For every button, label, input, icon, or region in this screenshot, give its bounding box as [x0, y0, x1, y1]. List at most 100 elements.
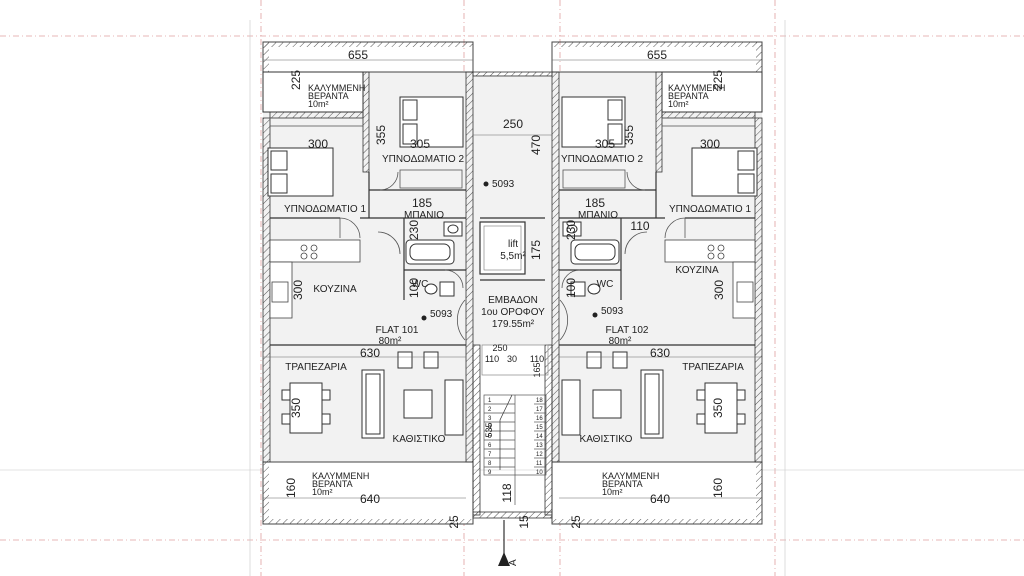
- stair-step-left: 9: [488, 470, 492, 476]
- veranda-top-left: [262, 41, 474, 113]
- veranda-area-bl: 10m²: [312, 487, 333, 497]
- dining-right: ΤΡΑΠΕΖΑΡΙΑ: [682, 362, 744, 373]
- stair-step-right: 15: [536, 425, 543, 431]
- dim-bath-right: 185: [585, 196, 605, 210]
- veranda-top-right: [551, 41, 763, 113]
- room-labels: ΚΑΛΥΜΜΕΝΗ ΒΕΡΑΝΤΑ 10m² ΚΑΛΥΜΜΕΝΗ ΒΕΡΑΝΤΑ…: [308, 83, 725, 497]
- dim-stair-w: 250: [492, 343, 507, 353]
- area-floor: 1ου ΟΡΟΦΟΥ: [481, 307, 545, 318]
- room-names: ΥΠΝΟΔΩΜΑΤΙΟ 2 ΥΠΝΟΔΩΜΑΤΙΟ 2 ΥΠΝΟΔΩΜΑΤΙΟ …: [284, 154, 752, 445]
- exterior-walls: [262, 71, 763, 519]
- doors: [339, 171, 686, 341]
- bed-left-2: [399, 96, 464, 148]
- veranda-bottom-left: [262, 461, 474, 525]
- stair-step-right: 12: [536, 452, 543, 458]
- dim-bed1-right: 300: [700, 137, 720, 151]
- interior-walls: [270, 172, 755, 346]
- dimension-lines: [263, 59, 762, 499]
- flat-101-area: 80m²: [379, 336, 402, 347]
- lift-shaft: [479, 221, 526, 275]
- dimension-labels: 655 655 250 305 305 300 300 185 185 110 …: [284, 48, 726, 529]
- veranda-label-br: ΚΑΛΥΜΜΕΝΗ: [602, 471, 659, 481]
- dim-bath-h-right: 230: [564, 220, 578, 240]
- dim-stair-15: 15: [517, 515, 531, 529]
- veranda-word-bl: ΒΕΡΑΝΤΑ: [312, 479, 353, 489]
- section-marker-label: A: [508, 559, 519, 566]
- kitchen-right: ΚΟΥΖΙΝΑ: [675, 265, 719, 276]
- floor-area-box: ΕΜΒΑΔΟΝ 1ου ΟΡΟΦΟΥ 179.55m²: [481, 295, 545, 330]
- veranda-label-tl: ΚΑΛΥΜΜΕΝΗ: [308, 83, 365, 93]
- dim-veranda-bottom-left: 160: [284, 478, 298, 498]
- stair-step-left: 4: [488, 425, 492, 431]
- area-title: ΕΜΒΑΔΟΝ: [488, 295, 538, 306]
- flat-102-area: 80m²: [609, 336, 632, 347]
- stair-step-right: 17: [536, 407, 543, 413]
- dim-bed2-h-right: 355: [622, 125, 636, 145]
- bedroom-2-right: ΥΠΝΟΔΩΜΑΤΙΟ 2: [561, 154, 644, 165]
- dim-bottom-left: 640: [360, 492, 380, 506]
- stair-step-left: 3: [488, 416, 492, 422]
- dim-corridor-len: 470: [529, 135, 543, 155]
- dining-table-right: [696, 382, 746, 434]
- dim-wc-right: 100: [564, 278, 578, 298]
- dim-wc-left: 100: [407, 278, 421, 298]
- veranda-area-tr: 10m²: [668, 99, 689, 109]
- veranda-label-bl: ΚΑΛΥΜΜΕΝΗ: [312, 471, 369, 481]
- bedroom-1-left: ΥΠΝΟΔΩΜΑΤΙΟ 1: [284, 204, 367, 215]
- dim-dining-left: 350: [289, 398, 303, 418]
- dim-top-right: 655: [647, 48, 667, 62]
- stair-step-left: 2: [488, 407, 492, 413]
- dim-bed2-h-left: 355: [374, 125, 388, 145]
- bedroom-2-left: ΥΠΝΟΔΩΜΑΤΙΟ 2: [382, 154, 465, 165]
- bathroom-left: ΜΠΑΝΙΟ: [404, 210, 444, 221]
- kitchen-counters: [269, 239, 756, 319]
- wardrobes: [269, 117, 756, 189]
- flat-101-label: FLAT 101: [376, 325, 419, 336]
- dim-stair-c: 110: [530, 354, 544, 364]
- wc-left: WC: [412, 279, 429, 290]
- stair-step-right: 11: [536, 461, 543, 467]
- stair-dimension-labels: 250 110 30 110 165 535: [484, 343, 544, 438]
- veranda-area-br: 10m²: [602, 487, 623, 497]
- dim-edge-25-right: 25: [569, 515, 583, 529]
- dim-bed2-right: 305: [595, 137, 615, 151]
- lift-label: lift: [508, 239, 518, 250]
- dim-stair-foot: 118: [500, 483, 514, 502]
- dim-lift: 175: [529, 240, 543, 260]
- dim-bath-left: 185: [412, 196, 432, 210]
- stair-step-right: 14: [536, 434, 543, 440]
- stair-step-right: 13: [536, 443, 543, 449]
- dim-bath-h-left: 230: [407, 220, 421, 240]
- sofas-right: [561, 351, 664, 439]
- dim-veranda-bottom-right: 160: [711, 478, 725, 498]
- dim-stair-a: 110: [485, 354, 499, 364]
- dim-corridor: 250: [503, 117, 523, 131]
- kitchen-left: ΚΟΥΖΙΝΑ: [313, 284, 357, 295]
- dim-bed2-left: 305: [410, 137, 430, 151]
- bedroom-1-right: ΥΠΝΟΔΩΜΑΤΙΟ 1: [669, 204, 752, 215]
- dim-bed1-left: 300: [308, 137, 328, 151]
- dim-veranda-top-left: 225: [289, 70, 303, 90]
- dim-dining-right: 350: [711, 398, 725, 418]
- living-left: ΚΑΘΙΣΤΙΚΟ: [393, 434, 446, 445]
- stair-step-right: 18: [536, 398, 543, 404]
- veranda-bottom-right: [551, 461, 763, 525]
- dim-stair-len: 535: [484, 422, 494, 437]
- dim-bottom-right: 640: [650, 492, 670, 506]
- dim-living-right: 630: [650, 346, 670, 360]
- bathtubs: [405, 239, 620, 265]
- level-corridor: 5093: [492, 179, 515, 190]
- level-flat-right: 5093: [601, 306, 624, 317]
- living-right: ΚΑΘΙΣΤΙΚΟ: [580, 434, 633, 445]
- lift-area: 5,5m²: [500, 251, 526, 262]
- sofas-left: [361, 351, 464, 439]
- veranda-label-tr: ΚΑΛΥΜΜΕΝΗ: [668, 83, 725, 93]
- level-flat-left: 5093: [430, 309, 453, 320]
- dim-kitchen-right: 300: [712, 280, 726, 300]
- stair-step-left: 1: [488, 398, 492, 404]
- veranda-area-tl: 10m²: [308, 99, 329, 109]
- dim-stair-run: 165: [532, 362, 542, 377]
- dining-table-left: [281, 382, 331, 434]
